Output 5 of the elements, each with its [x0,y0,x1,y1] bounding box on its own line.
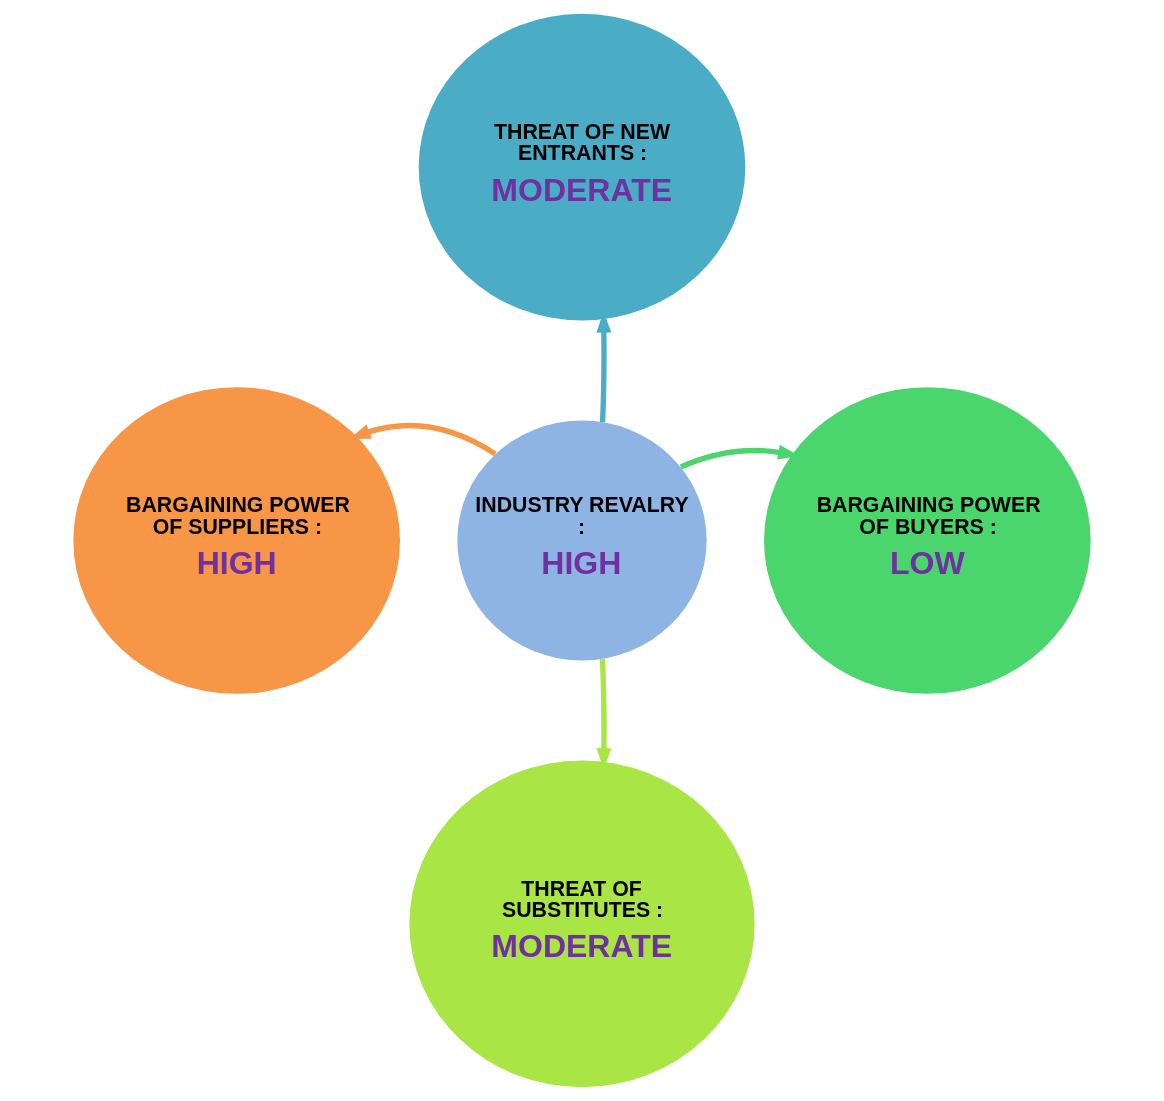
node-circle: INDUSTRY REVALRY : HIGH [457,420,707,661]
node-circle: BARGAINING POWER OF BUYERS : LOW [764,387,1091,694]
node-circle: BARGAINING POWER OF SUPPLIERS : HIGH [73,387,400,694]
node-circle: THREAT OF NEW ENTRANTS : MODERATE [418,13,746,321]
node-circle: THREAT OF SUBSTITUTES : MODERATE [409,760,755,1088]
